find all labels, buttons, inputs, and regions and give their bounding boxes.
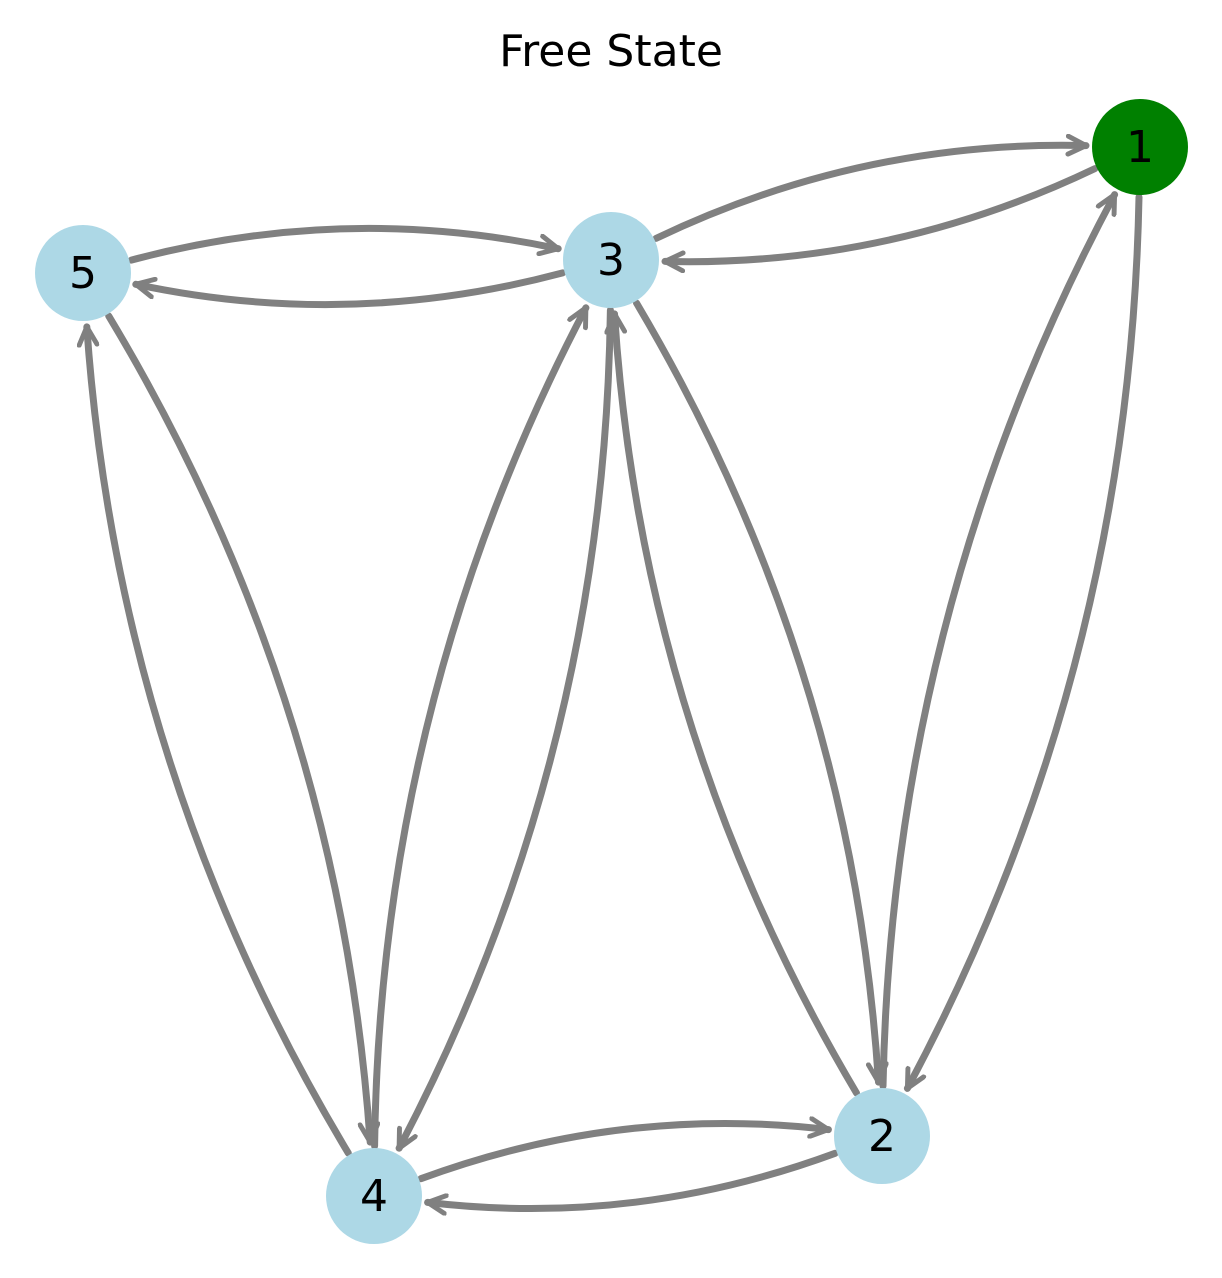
edge-4-to-3 <box>371 304 590 1150</box>
node-4-circle <box>326 1148 422 1244</box>
edge-2-to-3 <box>615 310 860 1097</box>
node-4: 4 <box>326 1148 422 1244</box>
edge-5-to-4 <box>105 312 371 1146</box>
node-2: 2 <box>834 1088 930 1184</box>
edge-3-to-4 <box>395 306 614 1152</box>
edge-3-to-2 <box>633 299 879 1086</box>
node-1-circle <box>1092 99 1188 195</box>
edge-3-to-5 <box>132 269 567 309</box>
node-3-label: 3 <box>597 235 625 286</box>
edge-5-to-3 <box>127 224 562 264</box>
node-5: 5 <box>35 225 131 321</box>
node-3: 3 <box>563 212 659 308</box>
node-5-circle <box>35 225 131 321</box>
edge-1-to-3 <box>661 165 1099 262</box>
edges-layer <box>87 145 1143 1208</box>
edge-3-to-1 <box>652 145 1090 242</box>
node-1-label: 1 <box>1126 122 1154 173</box>
edge-2-to-1 <box>879 191 1119 1090</box>
diagram-title: Free State <box>499 26 723 77</box>
edge-4-to-5 <box>87 323 352 1157</box>
nodes-layer: 1 2 3 4 5 <box>35 99 1188 1244</box>
node-2-label: 2 <box>868 1111 896 1162</box>
edge-2-to-4 <box>424 1149 839 1208</box>
edge-1-to-2 <box>903 193 1143 1092</box>
node-5-label: 5 <box>69 248 97 299</box>
node-1: 1 <box>1092 99 1188 195</box>
node-2-circle <box>834 1088 930 1184</box>
node-3-circle <box>563 212 659 308</box>
node-4-label: 4 <box>360 1171 388 1222</box>
edge-4-to-2 <box>417 1123 832 1183</box>
